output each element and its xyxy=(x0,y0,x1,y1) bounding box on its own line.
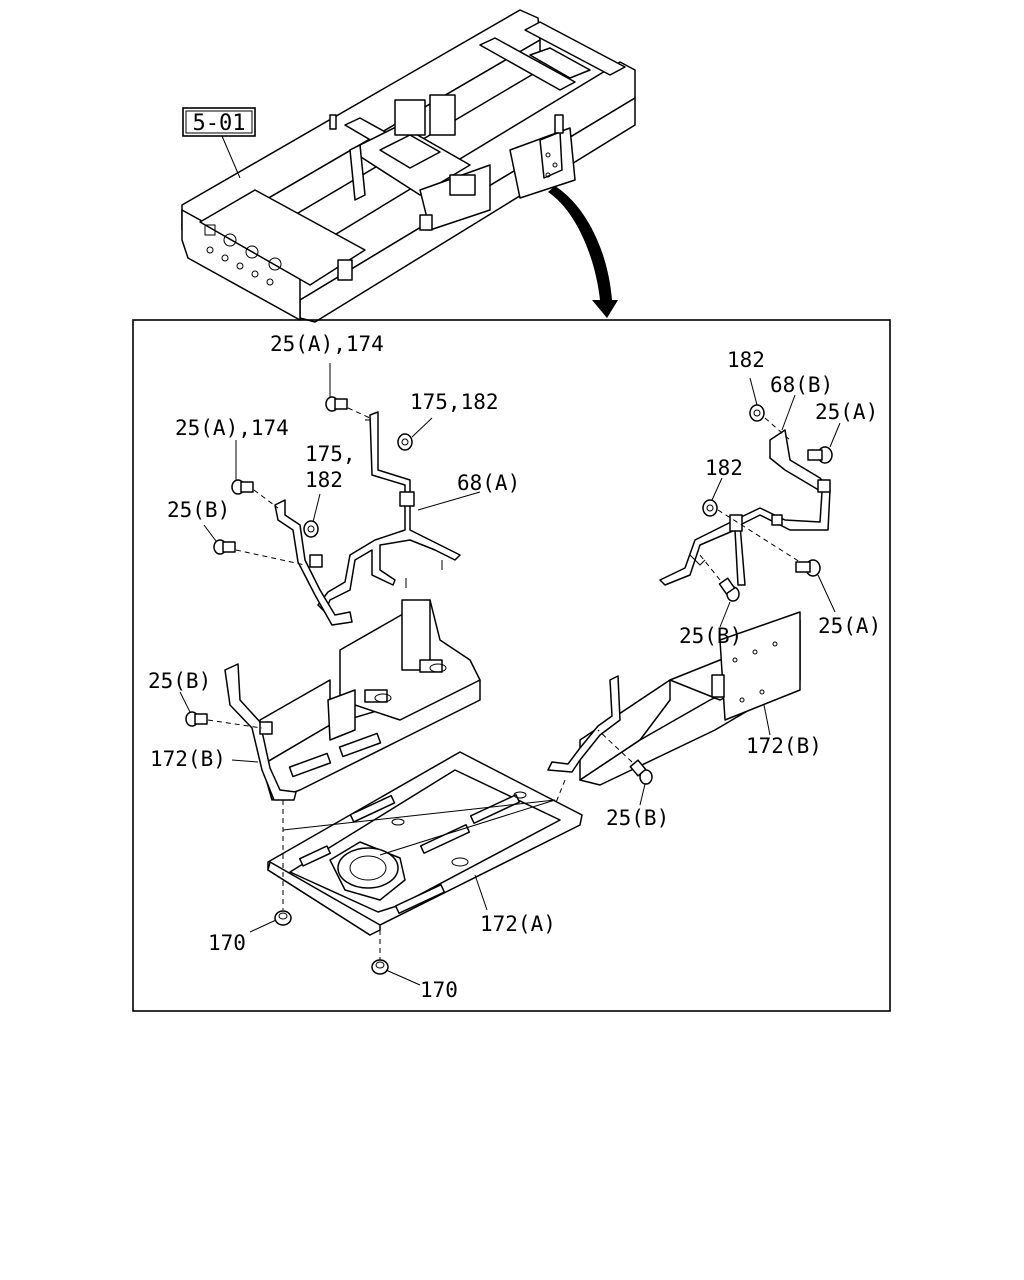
label-25a-174-top: 25(A),174 xyxy=(270,332,384,356)
reference-box-5-01: 5-01 xyxy=(182,107,256,179)
label-25a-right-top: 25(A) xyxy=(815,400,878,424)
tray-172b-left xyxy=(224,599,481,801)
bolt-25a-right-top xyxy=(807,446,833,464)
bolt-25a-174-left xyxy=(231,479,254,495)
label-25b-right: 25(B) xyxy=(679,624,742,648)
label-182-mid: 182 xyxy=(305,468,343,492)
label-25b-upper: 25(B) xyxy=(167,498,230,522)
nut-170-left xyxy=(274,910,292,926)
leader-lines xyxy=(179,363,841,986)
nut-182-right-top xyxy=(749,404,765,422)
bracket-68b xyxy=(659,429,831,586)
bolt-25a-174-top xyxy=(325,396,348,412)
bolt-25b-left-mid xyxy=(185,711,208,727)
label-25b-left-mid: 25(B) xyxy=(148,669,211,693)
chassis-frame-overview xyxy=(181,9,636,323)
label-68a: 68(A) xyxy=(457,471,520,495)
label-182-right-top: 182 xyxy=(727,348,765,372)
label-25a-174-left: 25(A),174 xyxy=(175,416,289,440)
bolt-25a-right-low xyxy=(795,559,821,577)
label-175-mid: 175, xyxy=(305,442,356,466)
label-25b-center: 25(B) xyxy=(606,806,669,830)
label-175-182-top: 175,182 xyxy=(410,390,499,414)
label-182-right-mid: 182 xyxy=(705,456,743,480)
label-170-left: 170 xyxy=(208,931,246,955)
label-68b: 68(B) xyxy=(770,373,833,397)
nut-175-182-top xyxy=(397,433,413,451)
detail-frame xyxy=(132,319,891,1012)
detail-arrow xyxy=(548,186,618,318)
callout-labels: 25(A),174 175,182 25(A),174 175, 182 68(… xyxy=(148,332,881,1002)
reference-box-label: 5-01 xyxy=(193,111,246,136)
bolt-25b-right xyxy=(718,577,740,602)
label-170-bottom: 170 xyxy=(420,978,458,1002)
label-172b-right: 172(B) xyxy=(746,734,822,758)
nut-170-bottom xyxy=(371,959,389,975)
nut-182-right-mid xyxy=(702,499,718,517)
tray-172b-right xyxy=(547,611,801,786)
bolt-25b-center xyxy=(629,759,653,785)
bolt-25b-upper xyxy=(213,539,236,555)
label-25a-right-low: 25(A) xyxy=(818,614,881,638)
nut-175-182-mid xyxy=(303,520,319,538)
label-172a: 172(A) xyxy=(480,912,556,936)
bracket-68a xyxy=(274,411,461,626)
label-172b-left: 172(B) xyxy=(150,747,226,771)
